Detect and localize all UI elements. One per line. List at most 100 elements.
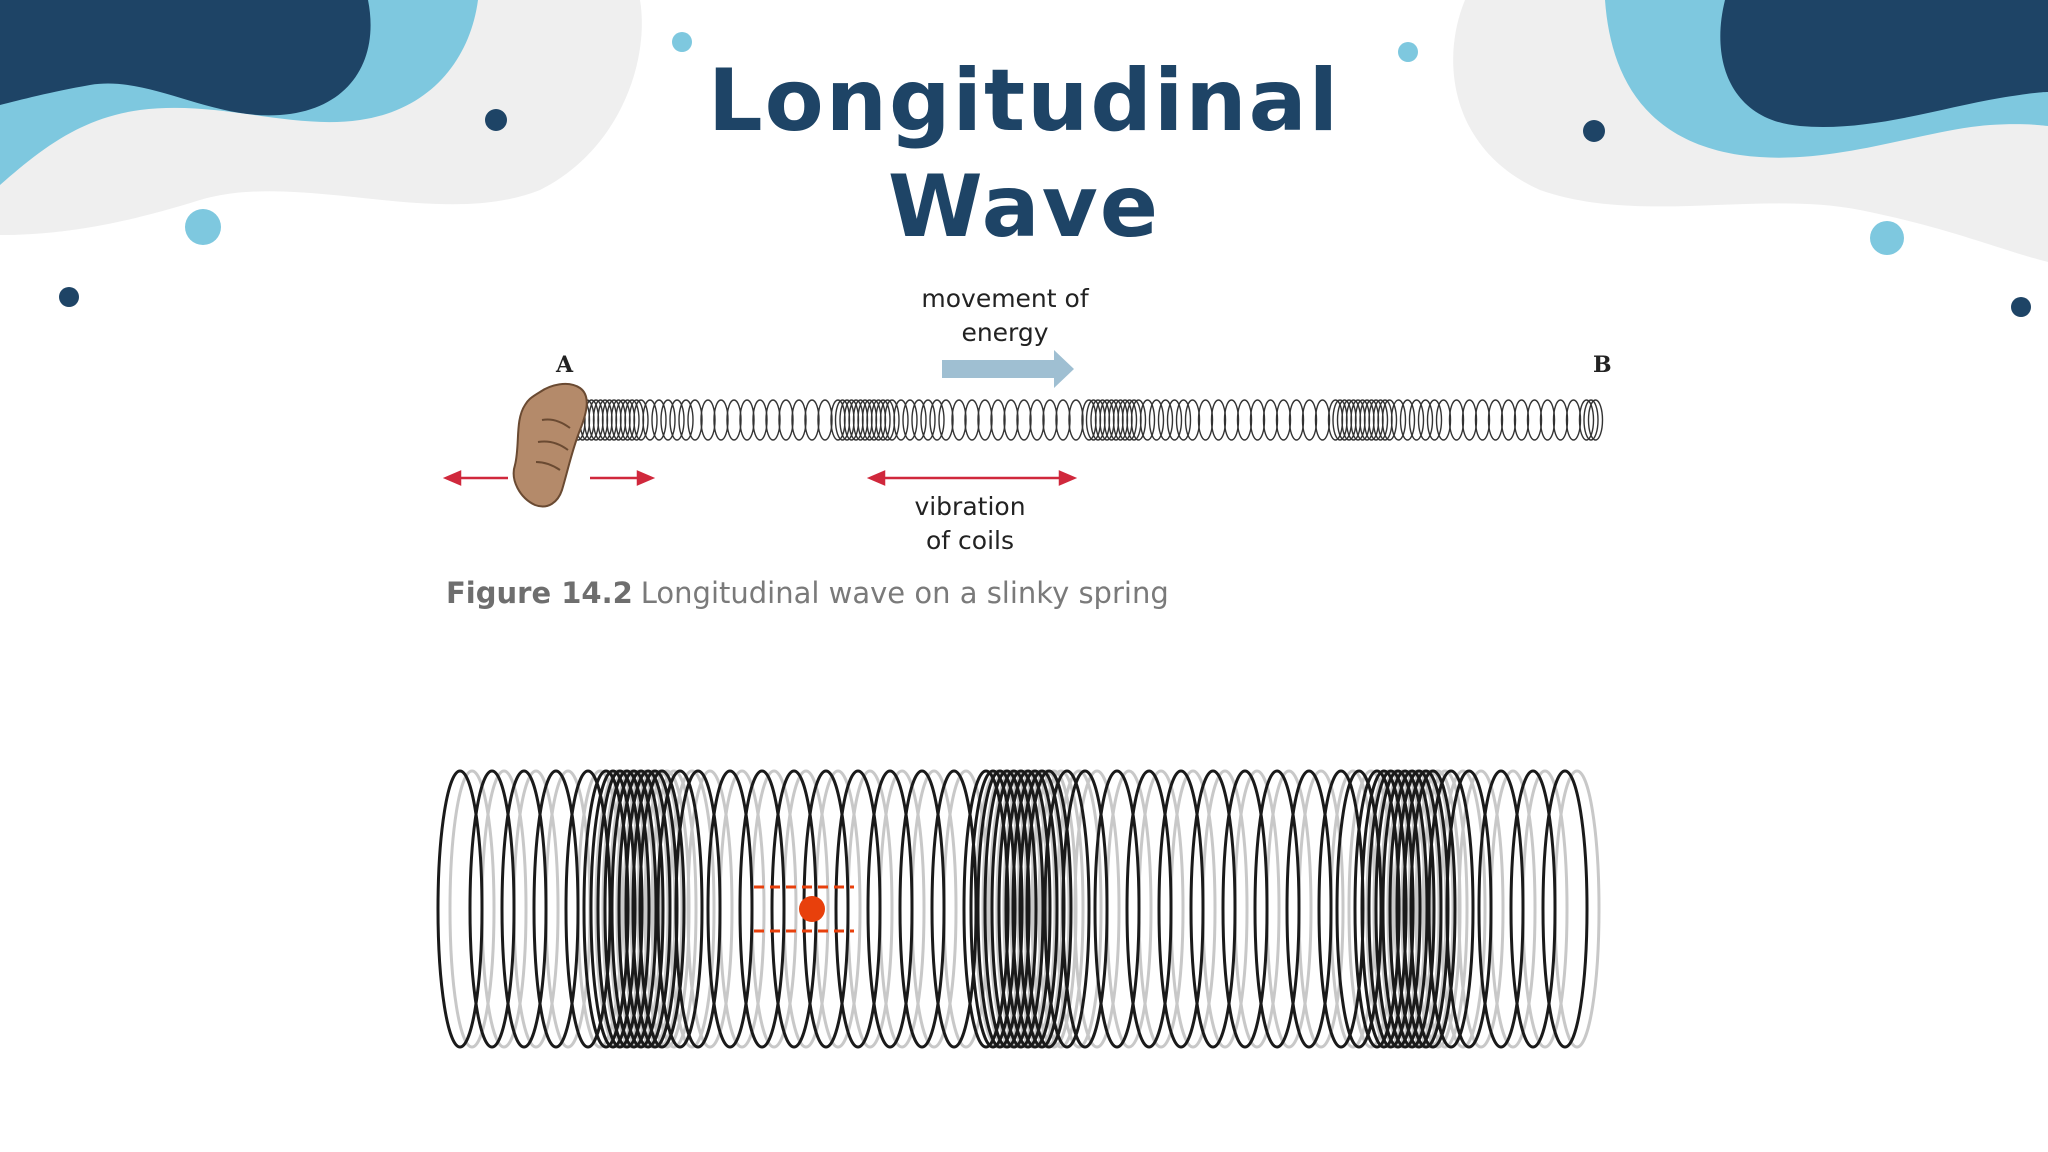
coil — [804, 399, 820, 441]
front-coil — [1381, 769, 1429, 1049]
coil — [990, 399, 1006, 441]
coil — [929, 399, 945, 441]
front-coil — [1541, 769, 1589, 1049]
front-coil — [1093, 769, 1141, 1049]
coil — [700, 399, 716, 441]
coil — [1029, 399, 1045, 441]
front-coil — [610, 769, 658, 1049]
front-coil — [1011, 769, 1059, 1049]
front-coil — [1374, 769, 1422, 1049]
front-coil — [603, 769, 651, 1049]
coil — [1408, 399, 1425, 441]
front-coil — [436, 769, 484, 1049]
coil — [642, 399, 658, 441]
coil — [1121, 399, 1138, 441]
coil — [1474, 399, 1491, 441]
coil — [1016, 399, 1032, 441]
coil — [951, 399, 967, 441]
front-coil — [1360, 769, 1408, 1049]
coil — [884, 399, 900, 441]
coil — [660, 399, 676, 441]
coil — [1197, 399, 1214, 441]
coil — [713, 399, 729, 441]
coil — [1139, 399, 1156, 441]
energy-label-line-1: movement of — [921, 284, 1089, 313]
front-coil — [930, 769, 978, 1049]
front-coil — [1409, 769, 1457, 1049]
front-coil — [468, 769, 516, 1049]
front-coil — [962, 769, 1010, 1049]
front-coil — [1353, 769, 1401, 1049]
back-coil — [1037, 769, 1085, 1049]
front-coil — [1445, 769, 1493, 1049]
dot-lightblue — [185, 209, 221, 245]
blob-top-left-navy — [0, 0, 371, 116]
coil — [739, 399, 755, 441]
coil — [911, 399, 927, 441]
coil — [1223, 399, 1240, 441]
energy-label: movement of energy — [900, 282, 1110, 350]
hand-vibration-arrows-icon — [442, 470, 656, 486]
coil — [1157, 399, 1174, 441]
slinky-figure — [442, 350, 1604, 508]
particle-dot-icon — [799, 896, 825, 922]
front-coil — [617, 769, 665, 1049]
coil — [1578, 399, 1595, 441]
coil — [1552, 399, 1569, 441]
back-coil — [686, 769, 734, 1049]
dot-navy — [59, 287, 79, 307]
coil — [1068, 399, 1084, 441]
front-coil — [1367, 769, 1415, 1049]
coil — [1288, 399, 1305, 441]
front-coil — [997, 769, 1045, 1049]
front-coil — [990, 769, 1038, 1049]
coil — [1435, 399, 1452, 441]
front-coil — [1285, 769, 1333, 1049]
dot-navy — [485, 109, 507, 131]
coil — [778, 399, 794, 441]
front-coil — [1477, 769, 1525, 1049]
front-coil — [638, 769, 686, 1049]
coil — [1381, 399, 1398, 441]
front-coil — [1395, 769, 1443, 1049]
coil — [893, 399, 909, 441]
front-coil — [706, 769, 754, 1049]
coil — [1055, 399, 1071, 441]
front-coil — [1157, 769, 1205, 1049]
coil — [1275, 399, 1292, 441]
back-coil — [1073, 769, 1121, 1049]
coil — [1301, 399, 1318, 441]
coil — [1565, 399, 1582, 441]
back-coil — [1347, 769, 1395, 1049]
coil-vibration-arrow-icon — [866, 470, 1078, 486]
particle-marker — [754, 885, 854, 933]
slide-title: Longitudinal Wave — [0, 48, 2048, 260]
dot-lightblue — [1398, 42, 1418, 62]
coil — [1314, 399, 1331, 441]
coil — [1500, 399, 1517, 441]
front-coil — [834, 769, 882, 1049]
coil — [1236, 399, 1253, 441]
front-coil — [1061, 769, 1109, 1049]
front-coil — [582, 769, 630, 1049]
energy-label-line-2: energy — [961, 318, 1049, 347]
hand-illustration — [512, 382, 588, 508]
coil — [1372, 399, 1389, 441]
vibration-label-line-2: of coils — [925, 526, 1014, 555]
back-coil — [1421, 769, 1469, 1049]
coil — [1513, 399, 1530, 441]
front-coil — [898, 769, 946, 1049]
coil — [1042, 399, 1058, 441]
caption-number: Figure 14.2 — [446, 576, 633, 610]
vibration-label: vibration of coils — [870, 490, 1070, 558]
coil — [1184, 399, 1201, 441]
front-coil — [624, 769, 672, 1049]
front-coil — [1043, 769, 1091, 1049]
coil — [938, 399, 954, 441]
coil — [875, 399, 891, 441]
large-spring-figure — [436, 769, 1601, 1049]
front-coil — [500, 769, 548, 1049]
